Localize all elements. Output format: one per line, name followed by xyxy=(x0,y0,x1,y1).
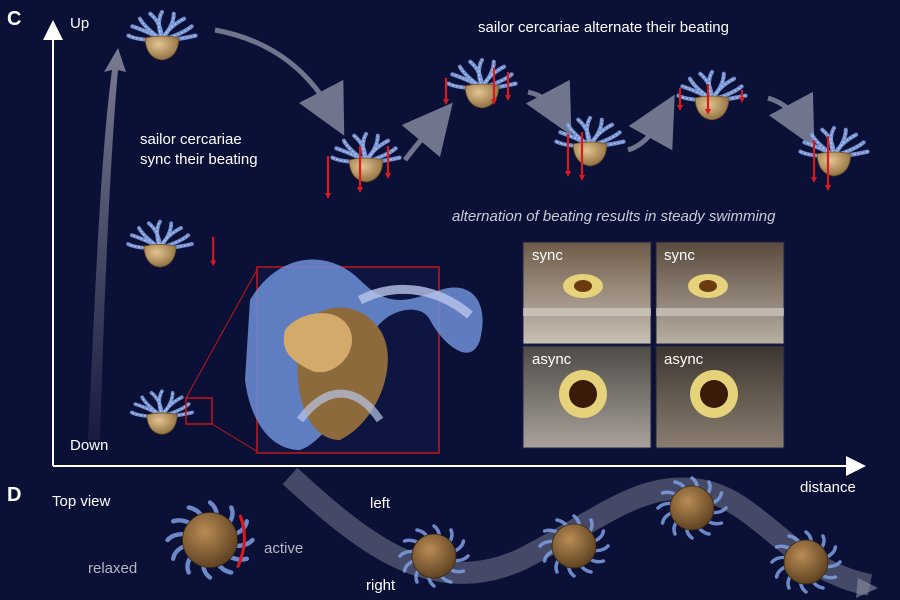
axis-down-label: Down xyxy=(70,437,109,454)
cercaria-illustration xyxy=(554,116,626,181)
photo-frame-1 xyxy=(522,241,652,345)
trajectory-arrow xyxy=(627,94,675,153)
cercaria-illustration xyxy=(443,58,518,109)
cercaria-top-view-illustration xyxy=(165,500,255,580)
relaxed-label: relaxed xyxy=(88,560,138,577)
cercaria-illustration xyxy=(325,132,402,199)
sync-text-line1: sailor cercariae xyxy=(140,131,242,148)
cercaria-illustration xyxy=(676,70,748,121)
photo-label: async xyxy=(664,351,704,368)
photo-label: sync xyxy=(532,247,563,264)
panel-letter-c: C xyxy=(7,8,22,30)
photo-label: sync xyxy=(664,247,695,264)
trajectory-arrow xyxy=(767,91,815,148)
axis-up-label: Up xyxy=(70,15,90,32)
cercaria-illustration xyxy=(129,389,195,435)
trajectory-arrow xyxy=(525,79,572,136)
active-label: active xyxy=(264,540,304,557)
cercaria-top-view-illustration xyxy=(538,514,610,578)
photo-frame-3 xyxy=(522,345,652,449)
rise-arrow xyxy=(88,48,126,440)
top-view-label: Top view xyxy=(52,493,111,510)
sync-text-line2: sync their beating xyxy=(140,151,258,168)
photo-frame-4 xyxy=(655,345,785,449)
photo-frame-2 xyxy=(655,241,785,345)
trajectory-arrow xyxy=(401,102,453,162)
right-label: right xyxy=(366,577,396,594)
tail-detail-illustration xyxy=(185,259,483,454)
cercaria-top-view-illustration xyxy=(656,476,728,540)
steady-swimming-text: alternation of beating results in steady… xyxy=(452,208,776,225)
cercaria-top-view-illustration xyxy=(398,524,470,588)
swimming-path xyxy=(282,467,873,596)
axis-distance-label: distance xyxy=(800,479,856,496)
trajectory-arrow xyxy=(214,27,345,136)
panel-letter-d: D xyxy=(7,484,22,506)
alternate-text: sailor cercariae alternate their beating xyxy=(478,19,729,36)
cercaria-top-view-illustration xyxy=(770,530,842,594)
photo-label: async xyxy=(532,351,572,368)
cercaria-illustration xyxy=(126,10,198,61)
left-label: left xyxy=(370,495,391,512)
cercaria-illustration xyxy=(798,126,870,191)
cercaria-illustration xyxy=(126,219,217,268)
